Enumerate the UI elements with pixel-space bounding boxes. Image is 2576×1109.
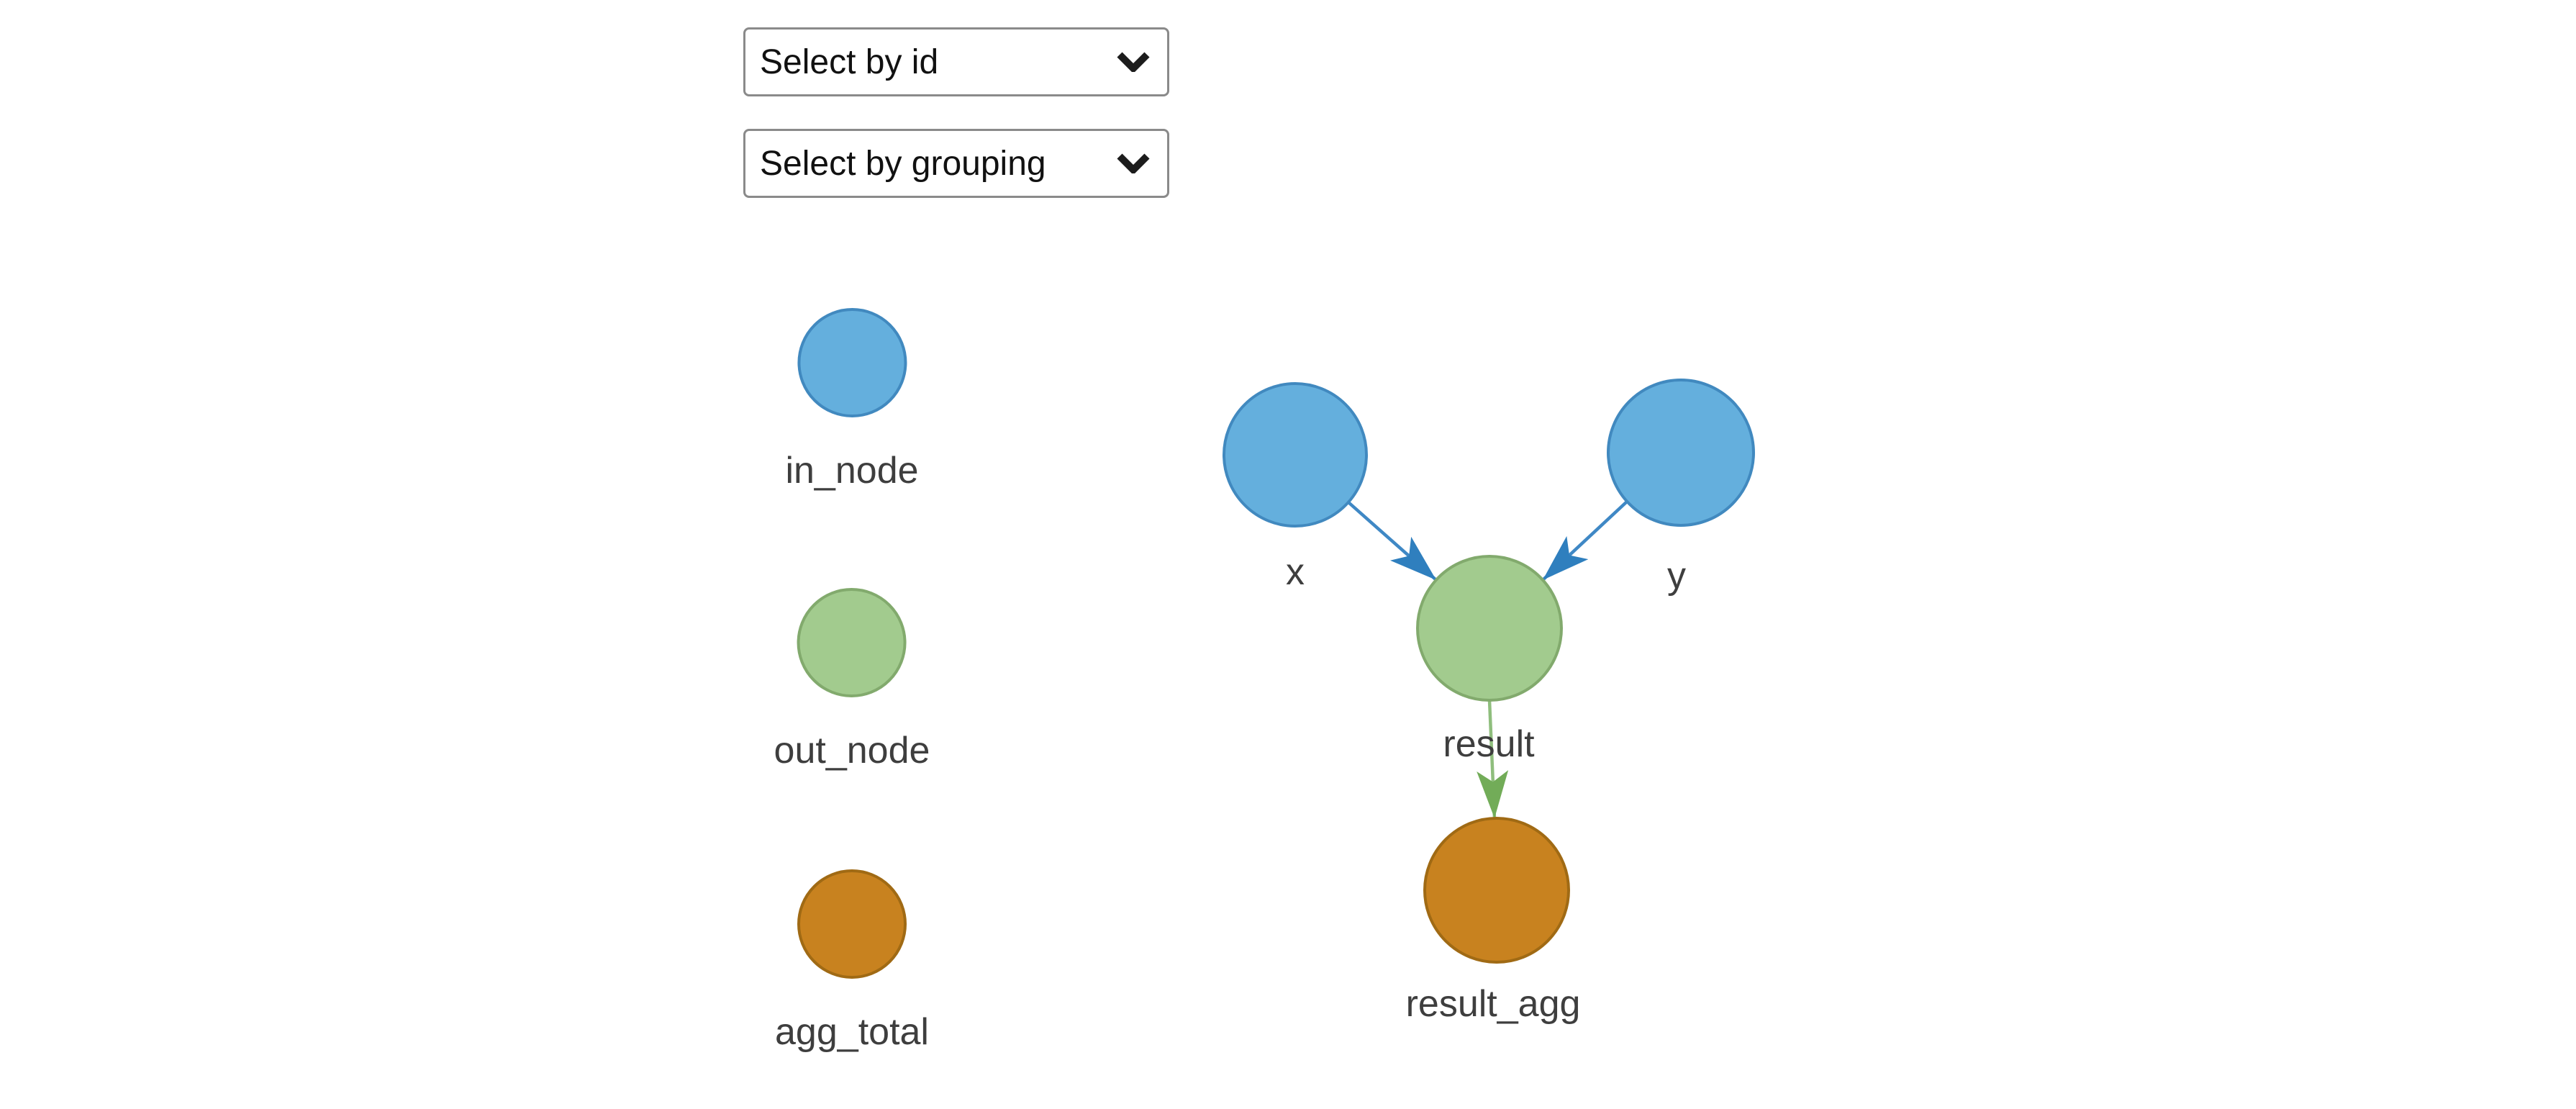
legend-swatch-agg-total [797, 869, 907, 979]
node-y[interactable] [1607, 379, 1755, 527]
node-label-x: x [1286, 551, 1305, 593]
legend-label-out-node: out_node [774, 730, 930, 771]
node-label-result: result [1443, 723, 1535, 765]
edge-result-to-result-agg [1477, 700, 1509, 819]
legend-label-agg-total: agg_total [775, 1011, 929, 1053]
select-by-grouping-value: Select by grouping [760, 144, 1046, 183]
select-by-id-value: Select by id [760, 42, 939, 81]
chevron-down-icon [1117, 153, 1150, 173]
edge-x-to-result [1347, 501, 1438, 581]
select-by-id[interactable]: Select by id [743, 27, 1169, 96]
network-graph: x y result result_agg [1223, 379, 1755, 1025]
legend-item-in-node: in_node [785, 308, 919, 492]
node-label-y: y [1667, 555, 1686, 597]
legend-item-out-node: out_node [774, 588, 930, 772]
edge-y-to-result [1541, 500, 1628, 581]
node-result-agg[interactable] [1423, 817, 1570, 964]
legend-swatch-out-node [797, 588, 907, 697]
legend-item-agg-total: agg_total [775, 869, 929, 1054]
node-result[interactable] [1416, 555, 1563, 702]
node-x[interactable] [1223, 382, 1368, 528]
legend-swatch-in-node [797, 308, 907, 417]
node-label-result-agg: result_agg [1406, 983, 1581, 1025]
chevron-down-icon [1117, 52, 1150, 72]
select-by-grouping[interactable]: Select by grouping [743, 129, 1169, 198]
legend-label-in-node: in_node [785, 450, 919, 492]
